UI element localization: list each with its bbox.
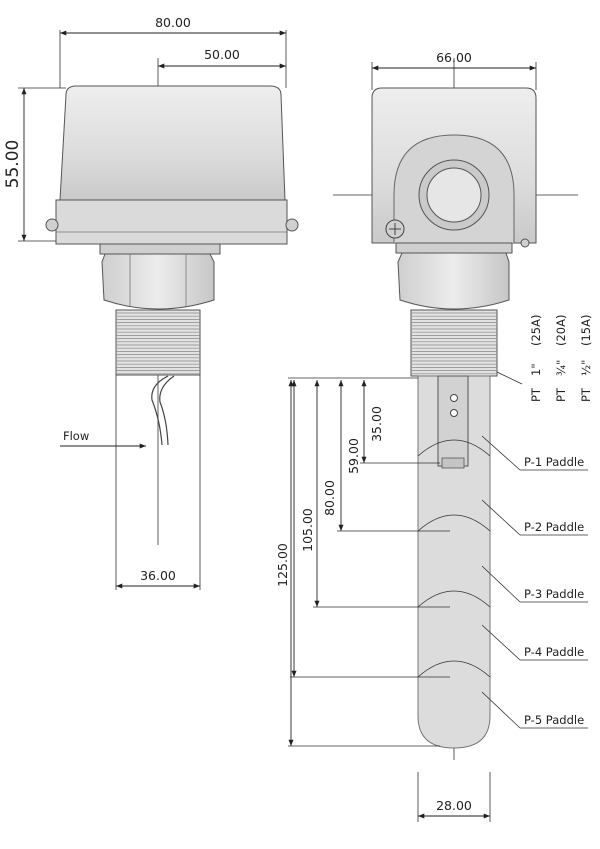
svg-text:(25A): (25A): [529, 315, 543, 346]
svg-text:½": ½": [579, 360, 593, 376]
front-screw-right-icon: [285, 218, 299, 232]
paddle-label-1: P-1 Paddle: [524, 455, 584, 469]
front-screw-left-icon: [45, 218, 59, 232]
side-view: 35.00 59.00 80.00 105.00 125.00 28.00 66…: [275, 50, 593, 822]
dim-paddle-2: 59.00: [346, 438, 361, 474]
paddle-stem: [437, 375, 469, 467]
thread-spec-3: PT ½" (15A): [579, 315, 593, 402]
dim-width-side: 66.00: [436, 50, 472, 65]
side-hex-nut: [397, 252, 510, 310]
paddle-label-5: P-5 Paddle: [524, 713, 584, 727]
dim-paddle-4: 105.00: [300, 508, 315, 552]
svg-text:¾": ¾": [554, 360, 568, 376]
front-head-cover: [59, 85, 286, 201]
svg-text:PT: PT: [554, 387, 568, 402]
thread-spec-2: PT ¾" (20A): [554, 315, 568, 402]
svg-text:1": 1": [529, 363, 543, 376]
front-view: Flow 80.00 50.00 55.00 36.00: [3, 15, 299, 590]
svg-text:(20A): (20A): [554, 315, 568, 346]
front-hex-nut: [101, 253, 215, 310]
paddle-label-3: P-3 Paddle: [524, 587, 584, 601]
paddle-label-4: P-4 Paddle: [524, 645, 584, 659]
dim-paddle-5: 125.00: [275, 543, 290, 587]
dim-pipe-width: 36.00: [140, 568, 176, 583]
side-threaded-shank: [410, 309, 498, 377]
dim-height-head: 55.00: [3, 140, 23, 189]
dim-paddle-1: 35.00: [369, 406, 384, 442]
paddle-stack: [417, 375, 491, 749]
thread-spec-1: PT 1" (25A): [529, 315, 543, 402]
svg-text:PT: PT: [529, 387, 543, 402]
svg-text:PT: PT: [579, 387, 593, 402]
paddle-label-2: P-2 Paddle: [524, 520, 584, 534]
paddle-labels: P-1 Paddle P-2 Paddle P-3 Paddle P-4 Pad…: [481, 435, 588, 729]
dim-width-total: 80.00: [155, 15, 191, 30]
dim-paddle-width: 28.00: [436, 798, 472, 813]
svg-text:(15A): (15A): [579, 315, 593, 346]
front-base-body: [55, 199, 288, 245]
flow-label: Flow: [63, 429, 89, 443]
dim-width-center: 50.00: [204, 47, 240, 62]
dim-paddle-3: 80.00: [322, 480, 337, 516]
front-paddle-arm: [151, 375, 169, 446]
